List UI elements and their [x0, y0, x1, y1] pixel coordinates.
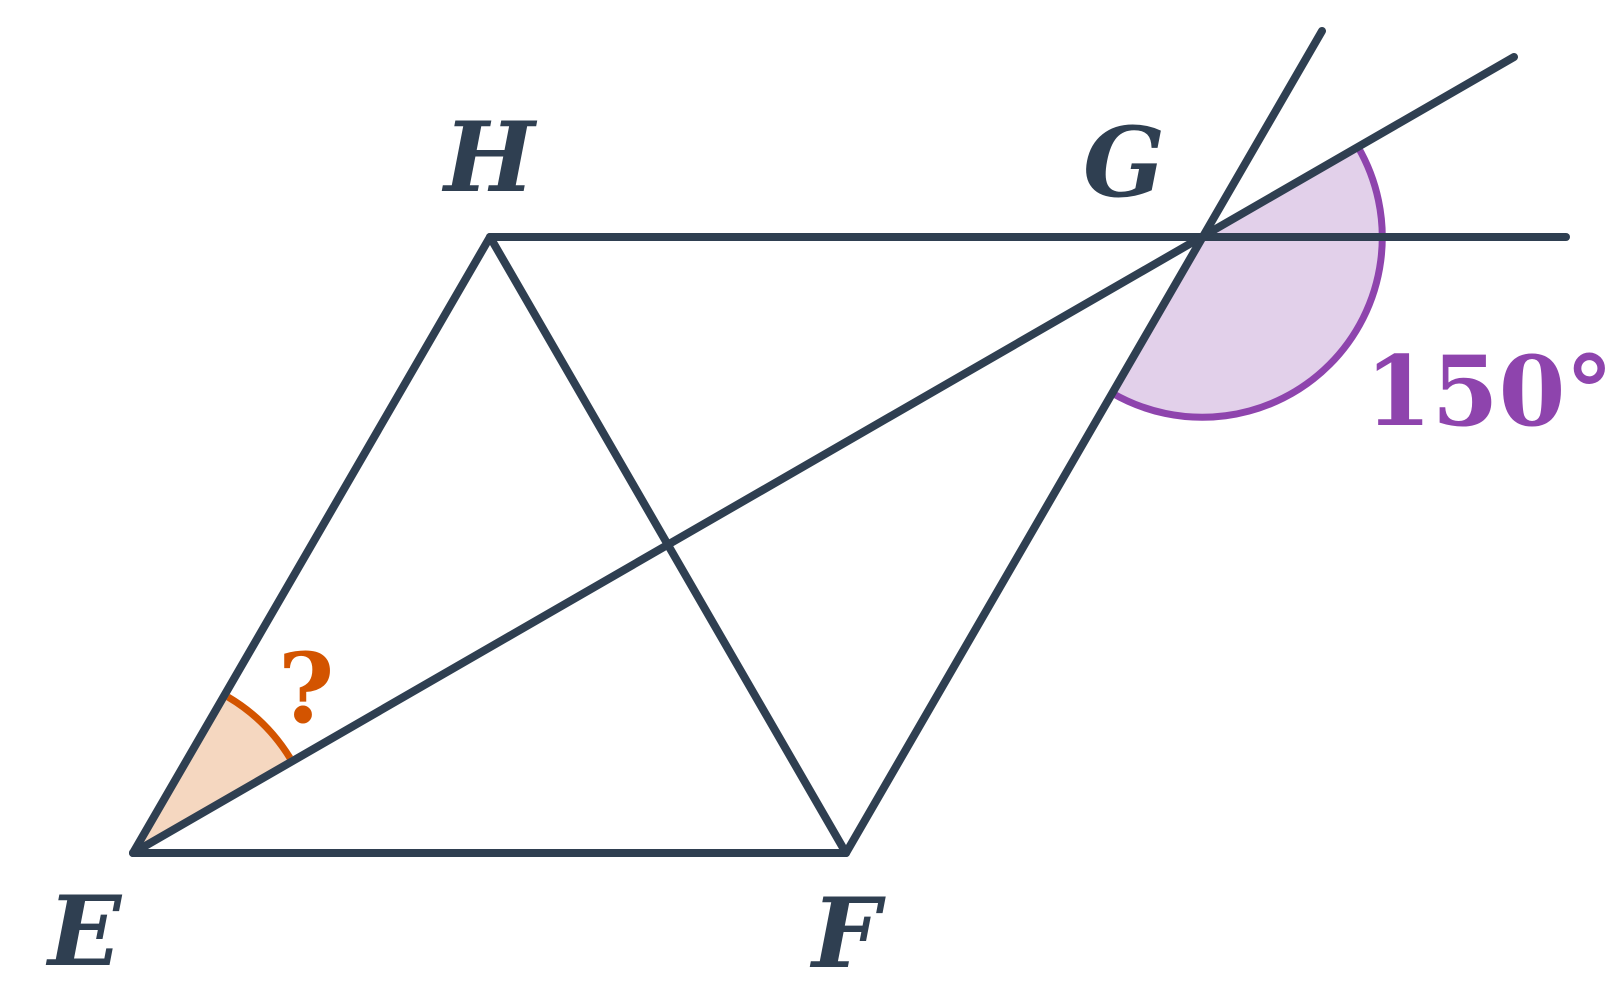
vertex-label-g: G — [1083, 106, 1165, 219]
angle-e-arc — [226, 693, 293, 760]
angle-e-sector — [133, 697, 290, 853]
angle-g-sector — [1112, 147, 1383, 418]
angle-g-label: 150° — [1365, 335, 1608, 448]
angle-e-label: ? — [278, 632, 334, 745]
angle-g-arc — [1110, 145, 1386, 421]
line-e-g-extended — [129, 53, 1518, 857]
vertex-label-e: E — [45, 875, 123, 988]
vertex-label-f: F — [809, 877, 886, 990]
segment-e-h — [129, 233, 494, 857]
line-f-g-extended — [842, 27, 1326, 857]
vertex-label-h: H — [441, 101, 538, 214]
